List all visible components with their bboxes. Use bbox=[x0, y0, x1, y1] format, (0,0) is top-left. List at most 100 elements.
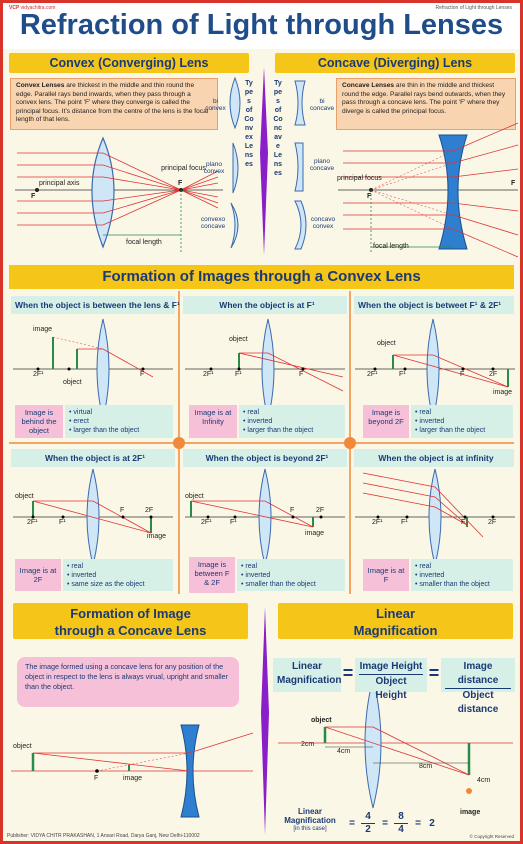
eq-sign-1: = bbox=[342, 663, 354, 683]
cell4-object-label: object bbox=[15, 493, 34, 500]
mag-2cm-label: 2cm bbox=[301, 741, 315, 748]
eq-sign-2: = bbox=[428, 663, 440, 683]
bottom-diagrams bbox=[11, 607, 513, 835]
cell1-prop: • virtual bbox=[69, 409, 93, 416]
planoconcave-label: plano concave bbox=[309, 158, 335, 172]
cell5-image-label: image bbox=[305, 530, 325, 537]
cell3-object-label: object bbox=[377, 340, 396, 347]
cell-diagrams bbox=[13, 318, 515, 566]
cell4-2f-label: 2F bbox=[145, 507, 154, 514]
convex-focal-length-label: focal length bbox=[126, 239, 162, 246]
cell2-props: • real• inverted• larger than the object bbox=[239, 405, 345, 438]
principal-focus-label: principal focus bbox=[161, 165, 206, 172]
concave-image-text: The image formed using a concave lens fo… bbox=[17, 657, 239, 707]
concave-image-f-label: F bbox=[94, 775, 99, 782]
cell3-2f1-label: 2F¹ bbox=[367, 371, 378, 378]
cell4-image-label: image bbox=[147, 533, 167, 540]
concave-types-title: Types of Concave Lenses bbox=[273, 80, 283, 177]
cell3-props: • real• inverted• larger than the object bbox=[411, 405, 513, 438]
convex-desc-text: are thickest in the middle and thin roun… bbox=[16, 82, 209, 123]
concave-image-image-label: image bbox=[123, 775, 143, 782]
cell3-2f-label: 2F bbox=[489, 371, 498, 378]
cell3-image-label: image bbox=[493, 389, 513, 396]
case-n1: 4 bbox=[361, 811, 375, 824]
mag-image-label: image bbox=[460, 809, 481, 816]
planoconvex-label: plano convex bbox=[203, 161, 225, 175]
cell2-head: When the object is at F¹ bbox=[183, 296, 347, 314]
convex-lens-shape bbox=[91, 136, 115, 249]
cell6-2f-label: 2F bbox=[488, 519, 497, 526]
planoconvex-lens-shape bbox=[232, 142, 239, 194]
cell1-diagram bbox=[13, 318, 173, 420]
cell4-result: Image is at 2F bbox=[15, 559, 61, 591]
cell6-result: Image is at F bbox=[363, 559, 409, 591]
formation-grid bbox=[9, 291, 514, 594]
lm-line2: Magnification bbox=[277, 675, 342, 686]
convex-f1-label: F bbox=[31, 193, 36, 200]
cell2-prop: • real bbox=[243, 409, 260, 416]
cell6-head: When the object is at infinity bbox=[354, 449, 514, 467]
brand-text: vidyachitra.com bbox=[20, 5, 56, 11]
case-eq-1: = bbox=[349, 818, 355, 829]
cell4-head: When the object is at 2F¹ bbox=[11, 449, 175, 467]
cell5-result: Image is between F & 2F bbox=[189, 557, 235, 593]
concave-f-label: F bbox=[367, 193, 372, 200]
cell3-prop: • real bbox=[415, 409, 432, 416]
case-eq-3: = bbox=[415, 818, 421, 829]
convex-f1-dot bbox=[35, 188, 39, 192]
logo-text: VCP bbox=[9, 5, 20, 11]
case-n2: 8 bbox=[394, 811, 408, 824]
object-distance: Object distance bbox=[457, 690, 499, 715]
magnification-band-line1: Linear bbox=[375, 606, 415, 621]
concave-desc-text: are thin in the middle and thickest roun… bbox=[342, 82, 506, 115]
concave-image-object-label: object bbox=[13, 743, 32, 750]
biconcave-label: bi concave bbox=[309, 98, 335, 112]
cell5-f-label: F bbox=[290, 507, 295, 514]
convexoconcave-label: convexo concave bbox=[200, 216, 226, 230]
convexoconcave-lens-shape bbox=[230, 202, 239, 249]
cell6-props: • real• inverted• smaller than the objec… bbox=[411, 559, 513, 591]
concavoconvex-label: concavo convex bbox=[310, 216, 336, 230]
cell3-diagram bbox=[355, 318, 515, 420]
cell4-f1-label: F¹ bbox=[59, 519, 66, 526]
cell5-prop: • inverted bbox=[241, 572, 271, 579]
cell6-diagram bbox=[355, 468, 515, 566]
concave-description: Concave Lenses are thin in the middle an… bbox=[336, 78, 516, 130]
case-eq-2: = bbox=[382, 818, 388, 829]
principal-axis-label: principal axis bbox=[39, 180, 80, 187]
lm-line1: Linear bbox=[291, 661, 322, 672]
cell1-2f1-label: 2F¹ bbox=[33, 371, 44, 378]
cell4-prop: • real bbox=[67, 563, 84, 570]
concave-f1-label: F bbox=[511, 180, 516, 187]
cell5-object-label: object bbox=[185, 493, 204, 500]
cell4-prop: • inverted bbox=[67, 572, 97, 579]
top-diagrams bbox=[15, 67, 519, 258]
image-distance: Image distance bbox=[445, 660, 511, 689]
cell1-prop: • larger than the object bbox=[69, 427, 140, 434]
cell2-prop: • inverted bbox=[243, 418, 273, 425]
cell4-f-label: F bbox=[120, 507, 125, 514]
cell6-prop: • smaller than the object bbox=[415, 581, 490, 588]
biconvex-lens-shape bbox=[229, 76, 241, 130]
cell5-props: • real• inverted• smaller than the objec… bbox=[237, 559, 345, 591]
cell2-f-label: F bbox=[299, 371, 304, 378]
cell6-f1-label: F¹ bbox=[401, 519, 408, 526]
convex-desc-bold: Convex Lenses bbox=[16, 82, 65, 89]
concave-focal-length-label: focal length bbox=[373, 243, 409, 250]
cell4-diagram bbox=[13, 468, 173, 566]
case-result: 2 bbox=[429, 818, 435, 829]
cell3-f-label: F bbox=[460, 371, 465, 378]
cell3-prop: • inverted bbox=[415, 418, 445, 425]
top-divider bbox=[260, 67, 268, 255]
cell5-2f-label: 2F bbox=[316, 507, 325, 514]
concavoconvex-lens-shape bbox=[294, 200, 307, 250]
cell3-head: When the object is betweet F¹ & 2F¹ bbox=[354, 296, 514, 314]
magnification-band-line2: Magnification bbox=[353, 623, 438, 638]
corner-title: Refraction of Light through Lenses bbox=[435, 5, 512, 11]
mag-object-label: object bbox=[311, 717, 332, 724]
cell1-head: When the object is between the lens & F¹ bbox=[11, 296, 180, 314]
cell3-f1-label: F¹ bbox=[399, 371, 406, 378]
